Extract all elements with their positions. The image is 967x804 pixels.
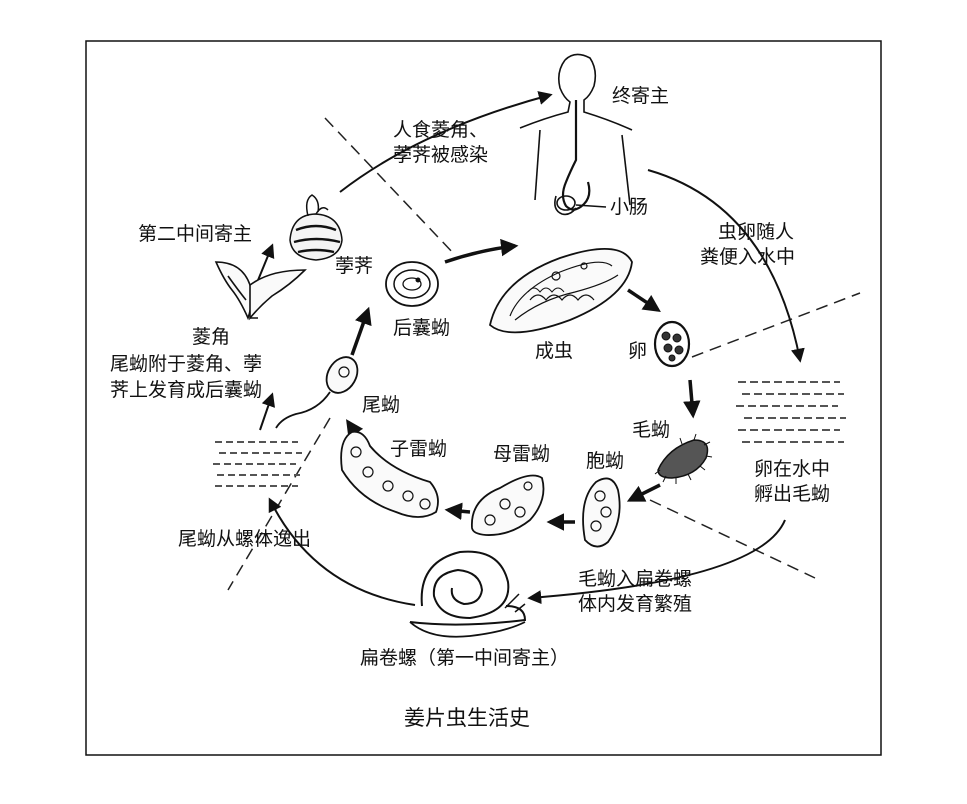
label-metacercaria: 后囊蚴 [393, 317, 451, 339]
label-sporocyst: 胞蚴 [586, 450, 625, 472]
label-biqi: 荸荠 [335, 255, 374, 277]
separator-line-lower-right [649, 499, 816, 579]
label-cercaria-escape: 尾蚴从螺体逸出 [178, 528, 312, 550]
arrow-egg-to-miracidium [683, 379, 701, 419]
arrow-adult-to-egg [627, 288, 661, 312]
water-pattern-right [736, 381, 846, 443]
daughter-redia-icon [340, 430, 439, 518]
arrow-mother-to-daughter-redia [444, 502, 471, 520]
separator-line-top [324, 117, 456, 256]
water-pattern-left [213, 441, 302, 487]
snail-icon [409, 550, 527, 638]
label-water-caltrop: 菱角 [192, 326, 231, 348]
human-icon [519, 53, 633, 216]
arrow-miracidium-to-sporocyst [626, 483, 661, 502]
egg-icon [653, 320, 691, 368]
arrow-metacercaria-to-adult [444, 238, 519, 264]
arrow-water-to-plant [259, 392, 275, 431]
label-mother-redia: 母雷蚴 [493, 443, 551, 465]
label-encyst-line2: 荠上发育成后囊蚴 [110, 379, 263, 401]
arrow-miracidium-to-snail [527, 519, 786, 605]
arrow-cercaria-to-metacercaria [350, 306, 372, 356]
label-final-host: 终寄主 [612, 85, 670, 107]
label-hatch-line2: 孵出毛蚴 [754, 483, 831, 505]
arrow-cercaria-escape [268, 497, 416, 606]
mother-redia-icon [471, 474, 545, 536]
label-small-intestine: 小肠 [610, 196, 649, 218]
water-caltrop-icon [214, 261, 307, 321]
label-snail: 扁卷螺（第一中间寄主） [360, 647, 570, 669]
diagram-frame [85, 40, 882, 756]
sporocyst-icon [582, 477, 621, 548]
label-encyst-line1: 尾蚴附于菱角、荸 [110, 353, 263, 375]
metacercaria-icon [385, 261, 439, 307]
label-infection-line2: 荸荠被感染 [393, 144, 489, 166]
label-snail-entry-line1: 毛蚴入扁卷螺 [578, 568, 693, 590]
water-chestnut-icon [289, 194, 343, 261]
label-egg-excreted-line2: 粪便入水中 [700, 246, 796, 268]
label-egg: 卵 [628, 340, 648, 362]
miracidium-icon [654, 433, 713, 484]
label-miracidium: 毛蚴 [632, 419, 671, 441]
separator-line-right [691, 292, 861, 358]
separator-line-left [227, 417, 331, 591]
arrow-to-final-host [339, 91, 553, 193]
diagram-caption: 姜片虫生活史 [404, 706, 530, 730]
label-daughter-redia: 子雷蚴 [390, 438, 448, 460]
arrow-egg-to-water [647, 169, 805, 363]
label-snail-entry-line2: 体内发育繁殖 [578, 593, 693, 615]
label-adult: 成虫 [535, 340, 574, 362]
label-infection-line1: 人食菱角、 [393, 119, 489, 141]
label-hatch-line1: 卵在水中 [754, 458, 831, 480]
label-cercaria: 尾蚴 [362, 394, 401, 416]
label-second-host: 第二中间寄主 [138, 223, 253, 245]
adult-fluke-icon [489, 248, 633, 334]
label-egg-excreted-line1: 虫卵随人 [718, 221, 795, 243]
cercaria-icon [275, 356, 359, 429]
